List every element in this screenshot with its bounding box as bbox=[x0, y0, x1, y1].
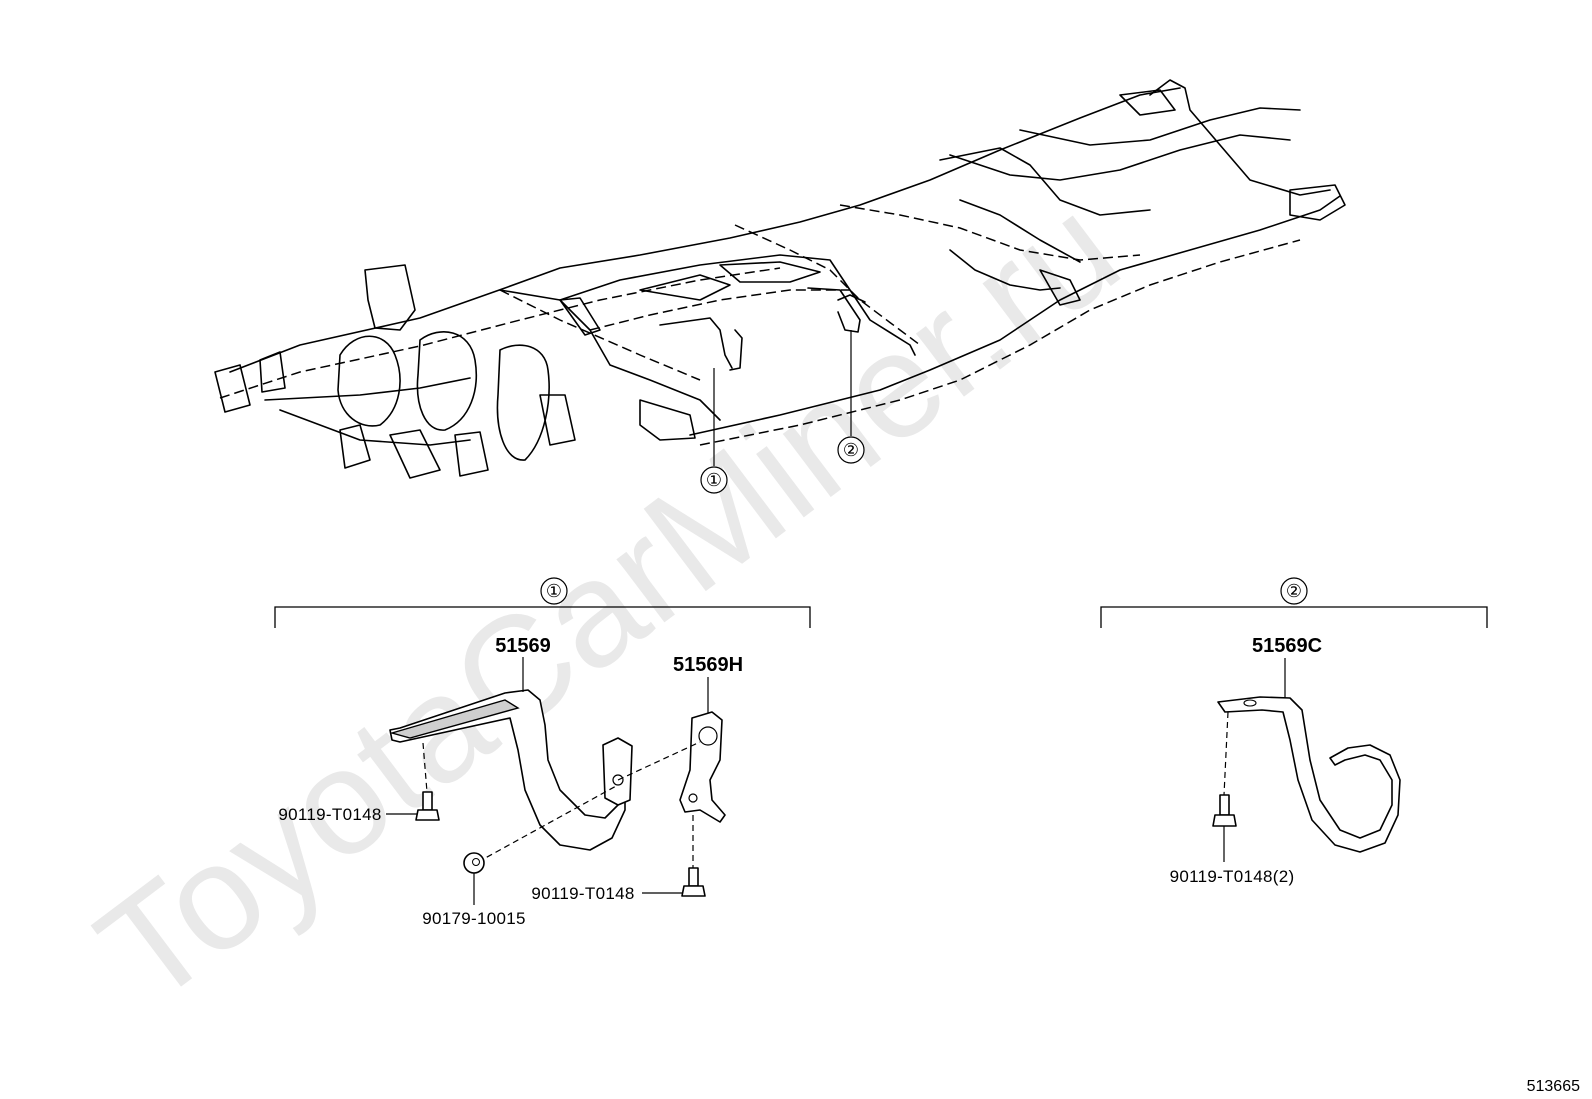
bolt-90119-t0148-group-2 bbox=[1212, 711, 1237, 827]
part-label-51569c: 51569C bbox=[1252, 635, 1322, 657]
part-label-51569h: 51569H bbox=[673, 654, 743, 676]
part-label-90119-t0148-left: 90119-T0148 bbox=[278, 805, 381, 824]
vehicle-frame-illustration bbox=[214, 79, 1346, 479]
diagram-id: 513665 bbox=[1527, 1078, 1580, 1095]
bolt-90119-t0148-right bbox=[681, 815, 706, 897]
watermark-text: ToyotaCarMiner.ru bbox=[68, 164, 1148, 1036]
overview-callout-1: ① bbox=[700, 368, 728, 494]
group-1-callout: ① bbox=[546, 581, 562, 601]
callout-1-text: ① bbox=[706, 470, 722, 490]
callout-2-text: ② bbox=[843, 440, 859, 460]
part-label-51569: 51569 bbox=[495, 635, 551, 657]
bolt-90119-t0148-left bbox=[415, 742, 440, 821]
fuel-tank-bracket-51569h bbox=[679, 711, 726, 823]
group-2-bracket bbox=[1100, 606, 1488, 628]
fuel-tank-bracket-51569c bbox=[1217, 696, 1401, 853]
detail-group-1: ① 51569 51569H 90119-T0148 bbox=[274, 577, 811, 928]
overview-callout-2: ② bbox=[837, 330, 865, 464]
part-label-90179-10015: 90179-10015 bbox=[422, 909, 526, 928]
group-1-bracket bbox=[274, 606, 811, 628]
nut-90179-10015 bbox=[463, 852, 485, 874]
part-label-90119-t0148-2: 90119-T0148(2) bbox=[1170, 867, 1295, 886]
part-label-90119-t0148-right: 90119-T0148 bbox=[531, 884, 634, 903]
fuel-tank-bracket-51569 bbox=[389, 689, 633, 851]
group-2-callout: ② bbox=[1286, 581, 1302, 601]
detail-group-2: ② 51569C 90119-T0148(2) bbox=[1100, 577, 1488, 886]
